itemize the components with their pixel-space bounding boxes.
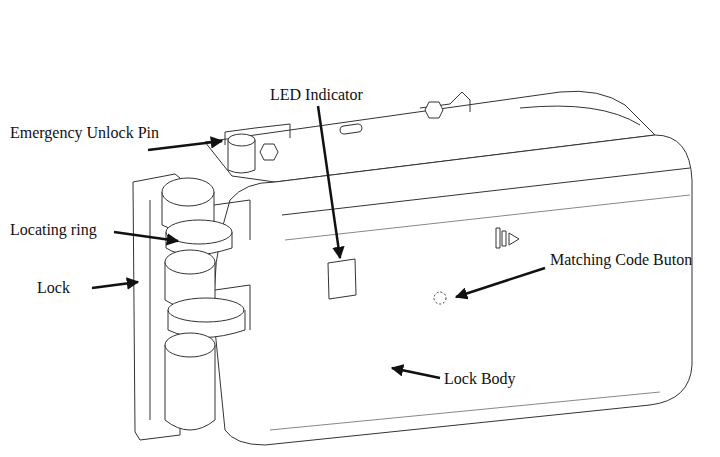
edge-line	[285, 195, 690, 240]
front-face	[214, 135, 692, 445]
symbol	[502, 231, 506, 246]
top-tab	[225, 124, 290, 145]
screw	[260, 144, 278, 160]
ring	[168, 298, 244, 322]
leader-arrow	[456, 268, 545, 297]
button-mark	[434, 292, 446, 304]
hinge-top	[162, 178, 214, 206]
part-label: Matching Code Buton	[550, 251, 692, 269]
lock-drawing	[133, 91, 692, 445]
symbol	[496, 228, 500, 248]
part-label: Locating ring	[10, 221, 97, 239]
part-label: Emergency Unlock Pin	[10, 124, 159, 142]
leader-arrow	[114, 232, 178, 241]
screw	[425, 102, 443, 118]
edge-line	[282, 168, 690, 215]
leader-arrows	[92, 106, 545, 378]
symbol	[509, 233, 519, 245]
edge-line	[520, 106, 640, 125]
leader-arrow	[148, 141, 222, 150]
bracket-edge	[150, 200, 151, 420]
part-label: Lock Body	[444, 370, 516, 388]
hinge	[165, 333, 215, 357]
part-label: Lock	[37, 279, 70, 297]
leader-arrow	[392, 368, 440, 378]
slot	[340, 124, 363, 135]
edge-line	[270, 392, 660, 430]
hinge	[165, 250, 215, 274]
led-window	[328, 259, 356, 299]
hinge-plate	[214, 200, 250, 240]
leader-arrow	[92, 282, 138, 288]
leader-arrow	[318, 106, 340, 258]
hinge	[165, 345, 215, 430]
part-label: LED Indicator	[270, 86, 363, 104]
hinge-plate	[215, 285, 250, 330]
pin-top	[228, 134, 255, 146]
